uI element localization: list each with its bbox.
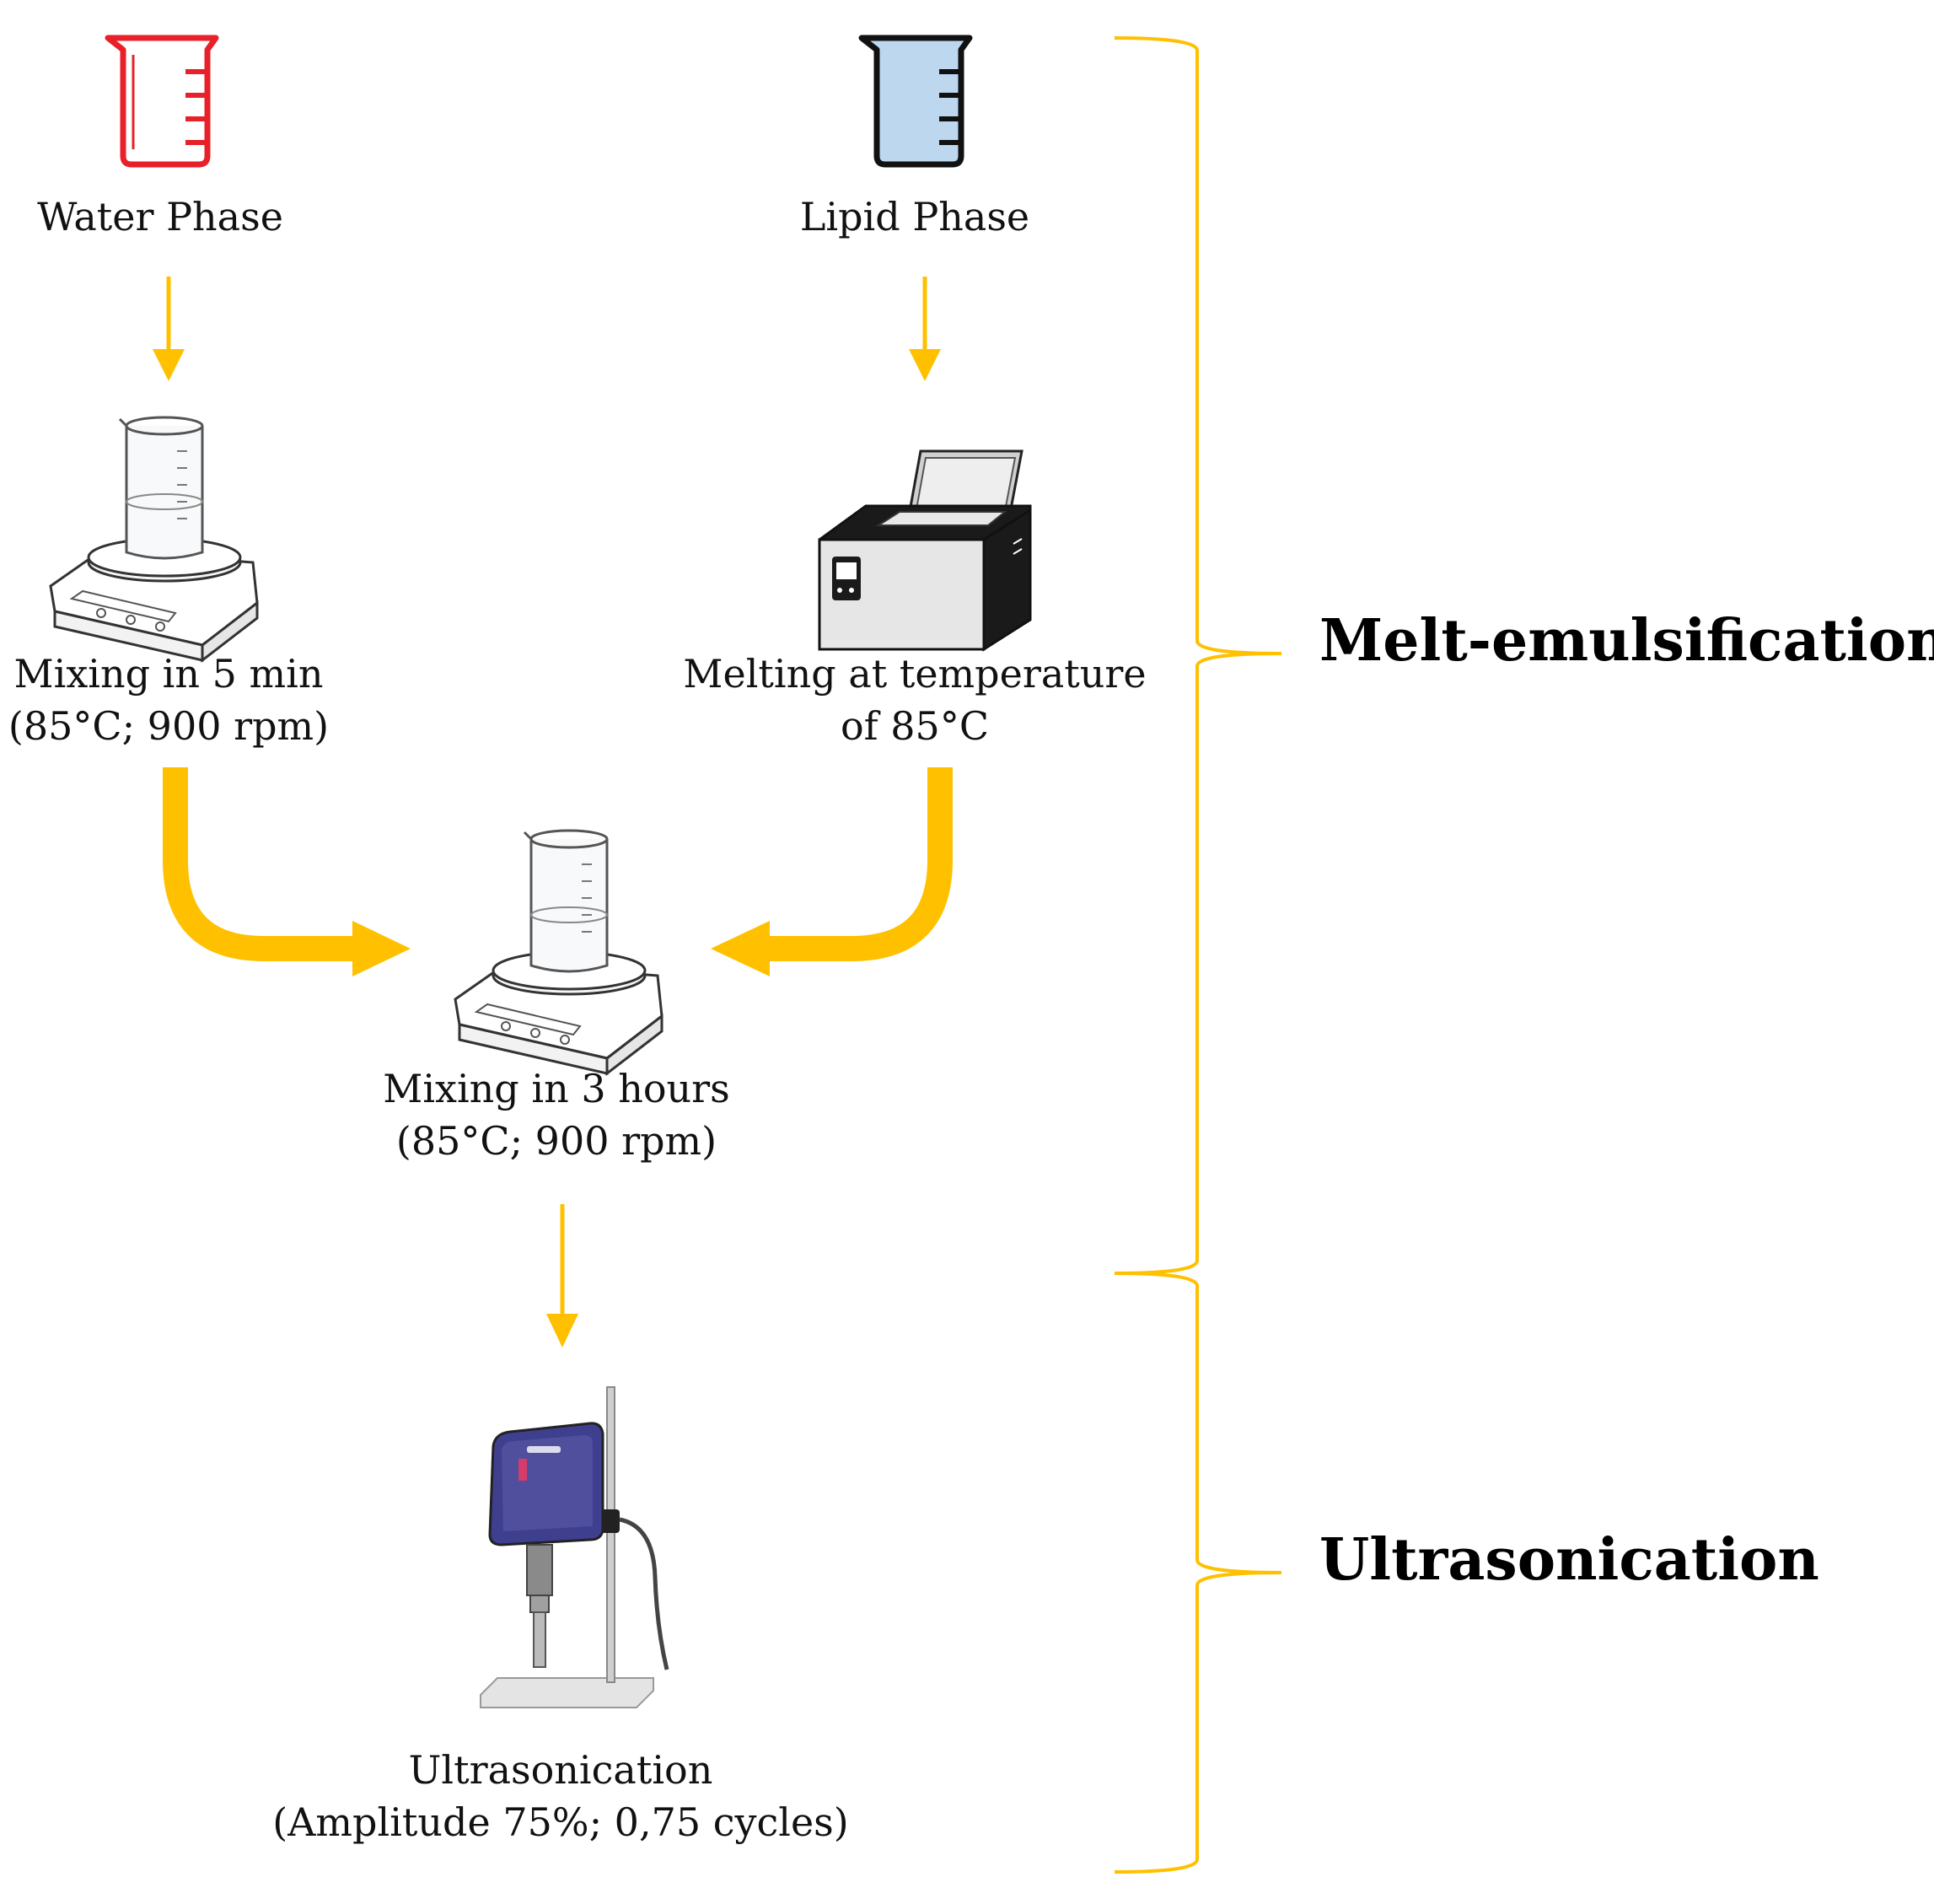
- section-melt-emulsification: Melt-emulsification: [1319, 607, 1934, 675]
- ultrasonication-line2: (Amplitude 75%; 0,75 cycles): [272, 1799, 849, 1845]
- mixing-3h-line1: Mixing in 3 hours: [383, 1066, 730, 1111]
- lipid-phase-label: Lipid Phase: [799, 194, 1030, 239]
- curved-arrow-left: [163, 767, 411, 976]
- bracket-melt-emulsification: [1114, 36, 1282, 1275]
- melting-line2: of 85°C: [840, 703, 990, 749]
- red-beaker-icon: [105, 35, 219, 168]
- magnetic-stirrer-icon: [49, 416, 259, 662]
- melting-label: Melting at temperature of 85°C: [674, 648, 1155, 752]
- arrow-water-to-mixing: [153, 277, 185, 381]
- mixing-5min-label: Mixing in 5 min (85°C; 900 rpm): [0, 648, 337, 752]
- mixing-5min-line1: Mixing in 5 min: [13, 651, 324, 697]
- water-phase-label: Water Phase: [37, 194, 283, 239]
- section-ultrasonication: Ultrasonication: [1319, 1526, 1819, 1594]
- ultrasonication-line1: Ultrasonication: [408, 1747, 713, 1793]
- mixing-3h-line2: (85°C; 900 rpm): [395, 1118, 717, 1164]
- arrow-mixing-to-ultrasonication: [546, 1204, 578, 1347]
- melting-line1: Melting at temperature: [683, 651, 1147, 697]
- blue-beaker-icon: [858, 35, 973, 168]
- mixing-5min-line2: (85°C; 900 rpm): [8, 703, 330, 749]
- arrow-lipid-to-melting: [909, 277, 941, 381]
- magnetic-stirrer-icon: [454, 829, 663, 1075]
- water-bath-icon: [818, 449, 1032, 652]
- curved-arrow-right: [711, 767, 953, 976]
- mixing-3h-label: Mixing in 3 hours (85°C; 900 rpm): [363, 1062, 750, 1167]
- ultrasonic-homogenizer-icon: [480, 1386, 669, 1708]
- bracket-ultrasonication: [1114, 1272, 1282, 1874]
- ultrasonication-label: Ultrasonication (Amplitude 75%; 0,75 cyc…: [236, 1744, 885, 1848]
